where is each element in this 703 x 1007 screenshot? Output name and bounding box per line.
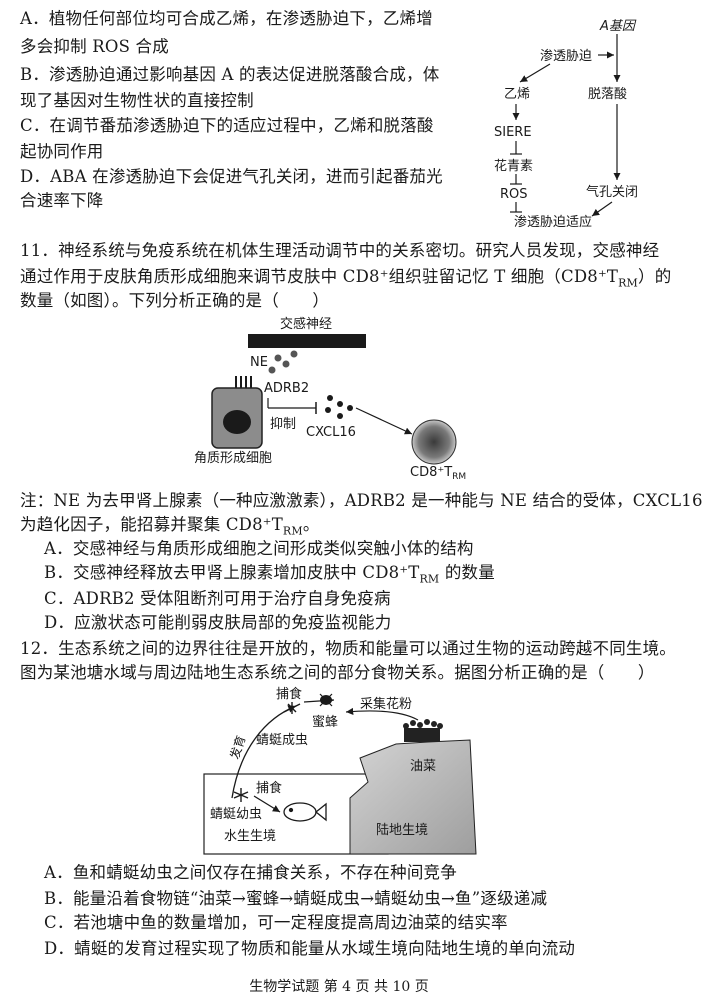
inhibit-label: 抑制 xyxy=(270,417,296,432)
gene-a-label: A基因 xyxy=(599,19,637,34)
page-footer: 生物学试题 第 4 页 共 10 页 xyxy=(249,979,429,995)
ethylene-label: 乙烯 xyxy=(504,87,530,102)
fish-icon xyxy=(283,802,327,822)
larva-label: 蜻蜓幼虫 xyxy=(210,807,262,822)
q11-option-a: A．交感神经与角质形成细胞之间形成类似突触小体的结构 xyxy=(44,539,474,558)
q10-option-d-line2: 合速率下降 xyxy=(20,191,104,210)
adult-label: 蜻蜓成虫 xyxy=(256,733,308,748)
arrow-rape-bee xyxy=(345,707,419,721)
develop-label: 发育 xyxy=(227,733,249,760)
arrow-cxcl16-tcell xyxy=(355,407,413,435)
bee-label: 蜜蜂 xyxy=(312,715,338,730)
q11-stem-line2: 通过作用于皮肤角质形成细胞来调节皮肤中 CD8⁺组织驻留记忆 T 细胞（CD8⁺… xyxy=(20,267,672,290)
dragonfly-adult-icon xyxy=(283,702,301,714)
ros-label: ROS xyxy=(500,187,528,202)
cxcl16-label: CXCL16 xyxy=(306,425,356,440)
bee-icon xyxy=(319,693,333,707)
cd8-label: CD8⁺TRM xyxy=(410,465,466,482)
q11-option-b: B．交感神经释放去甲肾上腺素增加皮肤中 CD8⁺TRM 的数量 xyxy=(44,563,495,586)
water-label: 水生生境 xyxy=(224,829,276,844)
nerve-label: 交感神经 xyxy=(280,316,332,332)
pollen-label: 采集花粉 xyxy=(360,696,412,712)
q12-stem-line1: 12．生态系统之间的边界往往是开放的，物质和能量可以通过生物的运动跨越不同生境。 xyxy=(20,639,676,658)
q11-option-d: D．应激状态可能削弱皮肤局部的免疫监视能力 xyxy=(44,613,392,632)
adrb2-label: ADRB2 xyxy=(264,381,309,396)
q11-stem-line1: 11．神经系统与免疫系统在机体生理活动调节中的关系密切。研究人员发现，交感神经 xyxy=(20,241,660,260)
arrow-stress-ethylene xyxy=(519,63,551,83)
q11-option-c: C．ADRB2 受体阻断剂可用于治疗自身免疫病 xyxy=(44,589,391,608)
ne-label: NE xyxy=(250,355,268,370)
q10-option-a-line2: 多会抑制 ROS 合成 xyxy=(20,37,169,56)
prey-top-label: 捕食 xyxy=(276,686,302,702)
cell-label: 角质形成细胞 xyxy=(194,451,272,466)
q10-option-c-line1: C．在调节番茄渗透胁迫下的适应过程中，乙烯和脱落酸 xyxy=(20,116,434,135)
adapt-label: 渗透胁迫适应 xyxy=(514,214,592,230)
q10-pathway-diagram: A基因 渗透胁迫 乙烯 脱落酸 SIERE 花青素 ROS 气孔关闭 渗透胁迫适… xyxy=(494,19,638,230)
anthocyanin-label: 花青素 xyxy=(494,158,533,174)
q12-stem-line2: 图为某池塘水域与周边陆地生态系统之间的部分食物关系。据图分析正确的是（ ） xyxy=(20,663,655,682)
cd8-t-cell xyxy=(411,419,457,465)
nerve-bar xyxy=(248,334,366,348)
rape-label: 油菜 xyxy=(410,759,436,774)
q12-option-d: D．蜻蜓的发育过程实现了物质和能量从水域生境向陆地生境的单向流动 xyxy=(44,939,576,958)
q10-option-c-line2: 起协同作用 xyxy=(20,142,104,161)
q11-note-line1: 注：NE 为去甲肾上腺素（一种应激激素），ADRB2 是一种能与 NE 结合的受… xyxy=(20,491,703,510)
q11-stem-line3: 数量（如图）。下列分析正确的是（ ） xyxy=(20,291,330,310)
dragonfly-larva-icon xyxy=(233,788,249,802)
land-label: 陆地生境 xyxy=(376,822,428,838)
prey-bottom-label: 捕食 xyxy=(256,780,282,796)
q12-ecosystem-diagram: 发育 捕食 蜜蜂 采集花粉 蜻蜓成虫 油菜 捕食 蜻蜓幼虫 水生生境 陆地生境 xyxy=(203,686,477,855)
q11-immune-diagram: 交感神经 NE ADRB2 抑制 CXCL16 角质形成细胞 CD8⁺TRM xyxy=(194,316,466,482)
q11-note-line2: 为趋化因子，能招募并聚集 CD8⁺TRM。 xyxy=(20,515,320,538)
arrow-prey-bottom xyxy=(253,795,281,813)
q10-option-b-line1: B．渗透胁迫通过影响基因 A 的表达促进脱落酸合成，体 xyxy=(20,65,440,84)
aba-label: 脱落酸 xyxy=(588,87,627,102)
stress-label: 渗透胁迫 xyxy=(540,49,592,64)
stomata-label: 气孔关闭 xyxy=(586,184,638,200)
q12-option-b: B．能量沿着食物链“油菜→蜜蜂→蜻蜓成虫→蜻蜓幼虫→鱼”逐级递减 xyxy=(44,889,548,908)
rapeseed-plants-icon xyxy=(403,719,443,742)
q10-option-b-line2: 现了基因对生物性状的直接控制 xyxy=(20,91,254,110)
q12-option-c: C．若池塘中鱼的数量增加，可一定程度提高周边油菜的结实率 xyxy=(44,913,508,932)
q10-option-d-line1: D．ABA 在渗透胁迫下会促进气孔关闭，进而引起番茄光 xyxy=(20,167,443,186)
siere-label: SIERE xyxy=(494,125,532,140)
q12-option-a: A．鱼和蜻蜓幼虫之间仅存在捕食关系，不存在种间竞争 xyxy=(44,863,457,882)
arrow-stomata-adapt xyxy=(591,201,613,217)
q10-option-a-line1: A．植物任何部位均可合成乙烯，在渗透胁迫下，乙烯增 xyxy=(20,9,433,28)
land-habitat-shape xyxy=(349,739,477,855)
